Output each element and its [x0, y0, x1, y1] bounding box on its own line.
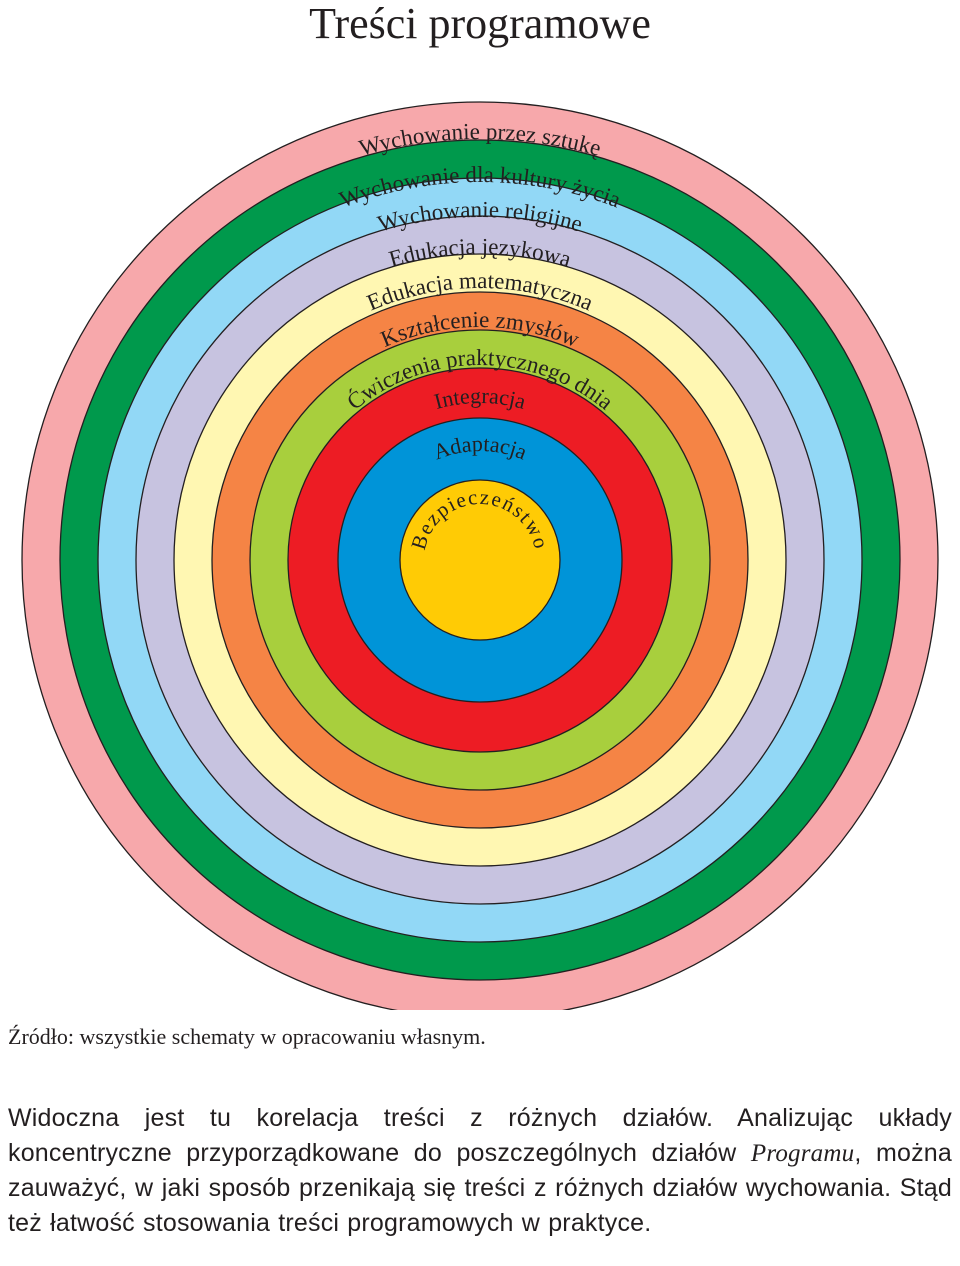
ring-10 [399, 479, 561, 641]
body-paragraph: Widoczna jest tu korelacja treści z różn… [8, 1101, 952, 1240]
source-note: Źródło: wszystkie schematy w opracowaniu… [8, 1024, 486, 1049]
paragraph-emphasis: Programu [750, 1139, 855, 1167]
paragraph-text-after: , można zauważyć, w jaki sposób przenika… [8, 1138, 952, 1237]
paragraph-text-before: Widoczna jest tu korelacja treści z różn… [8, 1104, 952, 1167]
page-title: Treści programowe [309, 0, 651, 48]
